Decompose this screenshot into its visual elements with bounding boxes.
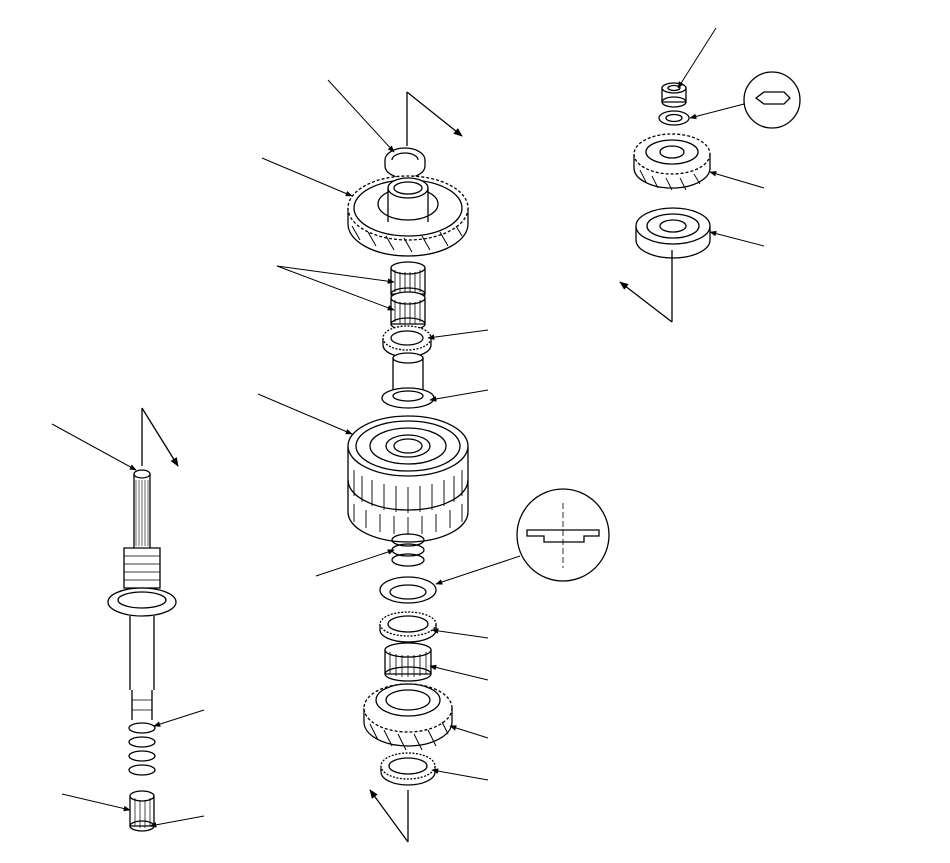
leader-needle-lower	[277, 266, 395, 310]
detail-circle-hub-profile	[517, 489, 609, 581]
lower-helical-gear	[364, 684, 452, 750]
output-helical-gear	[634, 134, 710, 190]
leader-thrust-washer	[435, 556, 520, 585]
leader-bottom-ring	[431, 768, 488, 780]
leader-needle-bottom	[429, 664, 488, 680]
input-shaft	[108, 470, 176, 720]
leader-shaft-bearing-left	[62, 794, 131, 812]
left-direction-arrow	[142, 408, 178, 467]
needle-bearing-bottom	[385, 643, 431, 681]
output-gear-assembly	[619, 83, 710, 322]
leader-top-gear	[262, 158, 353, 196]
thrust-washer-lower	[380, 577, 436, 603]
leader-synchro-ring	[427, 330, 488, 340]
top-helical-gear	[348, 176, 468, 256]
synchro-ring-lower	[380, 612, 436, 642]
synchronizer-hub-assembly	[348, 416, 468, 542]
leader-synchro-lower	[431, 628, 488, 638]
leader-top-washer	[328, 80, 395, 153]
leader-lower-gear	[449, 725, 488, 738]
detail-circle-washer-profile	[744, 72, 800, 128]
lock-nut	[662, 83, 686, 107]
leader-detail-washer	[689, 104, 744, 120]
leader-spring	[316, 549, 395, 576]
leader-shaft-spring	[153, 710, 204, 727]
ball-bearing	[636, 208, 710, 258]
input-shaft-bearing	[130, 791, 154, 831]
synchro-ring-bottom	[381, 753, 435, 785]
leader-sleeve-collar	[429, 390, 488, 402]
leader-shaft-bearing-right	[149, 816, 204, 828]
input-shaft-assembly	[108, 408, 178, 831]
top-direction-arrow	[407, 92, 463, 137]
lock-washer	[659, 111, 689, 125]
top-thrust-washer	[385, 148, 425, 178]
needle-bearing-upper	[391, 262, 425, 300]
needle-bearing-lower	[391, 292, 425, 330]
leader-output-gear	[709, 171, 764, 188]
leader-synchro-hub	[258, 394, 353, 434]
leader-shaft-tip	[52, 424, 137, 470]
right-direction-arrow	[619, 281, 672, 322]
spacer-sleeve	[382, 353, 434, 408]
leader-lock-nut	[678, 28, 716, 89]
synchro-ring-upper	[383, 326, 431, 357]
leader-needle-upper	[277, 266, 395, 284]
main-gear-assembly	[348, 92, 468, 842]
leader-ball-bearing	[709, 230, 764, 246]
input-shaft-spring	[129, 723, 155, 775]
callout-leaders	[52, 28, 764, 828]
bottom-direction-arrow	[369, 789, 408, 842]
